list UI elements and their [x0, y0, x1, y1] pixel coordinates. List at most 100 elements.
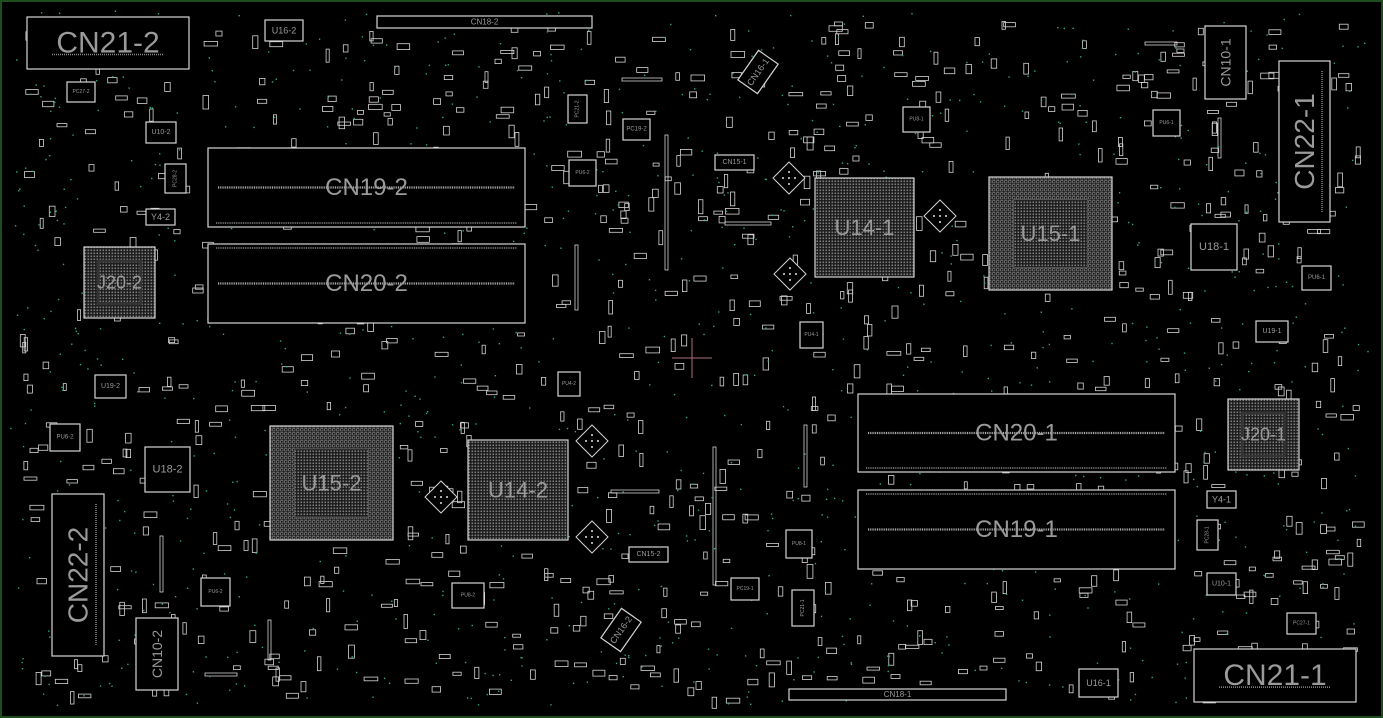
component-label: PC21-1: [800, 599, 806, 616]
component-pu6-1[interactable]: PU6-1: [1152, 109, 1181, 137]
component-label: U14-2: [488, 478, 548, 503]
component-label: U14-1: [835, 215, 895, 240]
component-label: PC27-2: [73, 89, 90, 95]
component-cn10-2[interactable]: CN10-2: [135, 617, 179, 691]
component-outline: [135, 617, 179, 691]
component-pu6-2[interactable]: PU6-2: [200, 577, 231, 607]
crosshair-cursor: [672, 338, 712, 378]
component-pc19-2[interactable]: PC19-2: [622, 118, 651, 141]
component-outline: [1193, 648, 1357, 703]
component-outline: [94, 374, 127, 399]
component-u14-2[interactable]: U14-2: [467, 439, 569, 541]
component-outline: [567, 94, 588, 124]
component-outline: [200, 577, 231, 607]
component-cn21-1[interactable]: CN21-1: [1193, 648, 1357, 703]
component-cn10-1[interactable]: CN10-1: [1204, 25, 1247, 100]
component-label: U18-2: [153, 464, 183, 476]
component-outline: [1206, 572, 1237, 596]
component-outline: [557, 371, 581, 397]
component-outline: [799, 321, 824, 349]
component-label: PU6-1: [1308, 275, 1326, 281]
component-label: CN15-2: [636, 551, 660, 558]
diamond-packages-layer: [424, 161, 957, 554]
component-label: PC19-2: [626, 127, 647, 133]
component-cn19-1[interactable]: CN19-1: [857, 489, 1176, 570]
component-j20-1[interactable]: J20-1: [1227, 398, 1300, 471]
component-pu8-2[interactable]: PU8-2: [451, 582, 485, 609]
component-outline: [451, 582, 485, 609]
component-label: PC27-1: [1293, 621, 1310, 627]
component-outline: [714, 154, 755, 171]
component-label: CN20-1: [975, 420, 1058, 447]
component-label: U18-1: [1199, 241, 1229, 253]
component-cn22-1[interactable]: CN22-1: [1278, 60, 1331, 223]
component-outline: [1152, 109, 1181, 137]
component-outline: [49, 423, 81, 452]
component-outline: [737, 49, 779, 95]
component-pu4-2[interactable]: PU4-2: [557, 371, 581, 397]
component-pc21-2[interactable]: PC21-2: [567, 94, 588, 124]
component-outline: [1301, 265, 1332, 291]
component-outline: [1190, 223, 1238, 271]
component-cn15-2[interactable]: CN15-2: [628, 546, 669, 563]
component-pc19-1[interactable]: PC19-1: [730, 577, 760, 601]
component-pc21-1[interactable]: PC21-1: [791, 589, 815, 627]
component-pu6-2[interactable]: PU6-2: [568, 159, 597, 187]
component-outline: [66, 81, 96, 103]
component-outline: [600, 607, 642, 653]
component-u15-1[interactable]: U15-1: [988, 176, 1113, 291]
component-u16-1[interactable]: U16-1: [1078, 668, 1119, 698]
component-u16-2[interactable]: U16-2: [264, 19, 304, 42]
component-label: PC28-1: [1205, 526, 1211, 543]
component-cn19-2[interactable]: CN19-2: [207, 147, 526, 228]
component-u18-2[interactable]: U18-2: [144, 446, 191, 493]
component-u10-1[interactable]: U10-1: [1206, 572, 1237, 596]
component-outline: [26, 16, 190, 70]
component-cn20-2[interactable]: CN20-2: [207, 243, 526, 324]
component-pu6-2[interactable]: PU6-2: [49, 423, 81, 452]
component-u15-2[interactable]: U15-2: [269, 425, 394, 541]
component-label: PU6-2: [208, 589, 222, 595]
component-pc28-1[interactable]: PC28-1: [1196, 519, 1219, 551]
component-label: PC19-1: [737, 586, 754, 592]
component-u19-2[interactable]: U19-2: [94, 374, 127, 399]
component-u18-1[interactable]: U18-1: [1190, 223, 1238, 271]
component-cn18-1[interactable]: CN18-1: [788, 688, 1007, 701]
component-label: CN10-1: [1218, 38, 1234, 86]
component-y4-1[interactable]: Y4-1: [1206, 490, 1237, 509]
component-cn21-2[interactable]: CN21-2: [26, 16, 190, 70]
component-outline: [164, 163, 187, 194]
component-label: U16-2: [272, 26, 297, 36]
component-pc28-2[interactable]: PC28-2: [164, 163, 187, 194]
component-cn16-2[interactable]: CN16-2: [600, 607, 642, 653]
component-u19-1[interactable]: U19-1: [1255, 320, 1289, 343]
component-pc27-1[interactable]: PC27-1: [1286, 612, 1317, 635]
component-label: CN21-1: [1223, 659, 1326, 692]
component-cn18-2[interactable]: CN18-2: [376, 15, 593, 29]
component-label: PU6-1: [1159, 120, 1173, 126]
component-label: PC28-2: [173, 170, 179, 187]
component-pu4-1[interactable]: PU4-1: [799, 321, 824, 349]
component-outline: [1196, 519, 1219, 551]
component-cn22-2[interactable]: CN22-2: [51, 493, 105, 657]
component-outline: [1286, 612, 1317, 635]
component-cn15-1[interactable]: CN15-1: [714, 154, 755, 171]
component-label: PU6-2: [575, 170, 589, 176]
component-outline: [902, 106, 931, 133]
component-u10-2[interactable]: U10-2: [145, 121, 177, 144]
component-pc27-2[interactable]: PC27-2: [66, 81, 96, 103]
component-pu8-1[interactable]: PU8-1: [785, 529, 813, 559]
component-pu8-1[interactable]: PU8-1: [902, 106, 931, 133]
component-cn20-1[interactable]: CN20-1: [857, 393, 1176, 473]
component-u14-1[interactable]: U14-1: [814, 177, 915, 278]
component-pu6-1[interactable]: PU6-1: [1301, 265, 1332, 291]
component-label: PU8-2: [461, 593, 475, 599]
component-label: J20-1: [1241, 425, 1286, 445]
component-label: U10-2: [151, 129, 170, 136]
component-cn16-1[interactable]: CN16-1: [737, 49, 779, 95]
component-label: U15-2: [302, 471, 362, 496]
component-y4-2[interactable]: Y4-2: [145, 208, 176, 226]
component-j20-2[interactable]: J20-2: [83, 246, 156, 319]
